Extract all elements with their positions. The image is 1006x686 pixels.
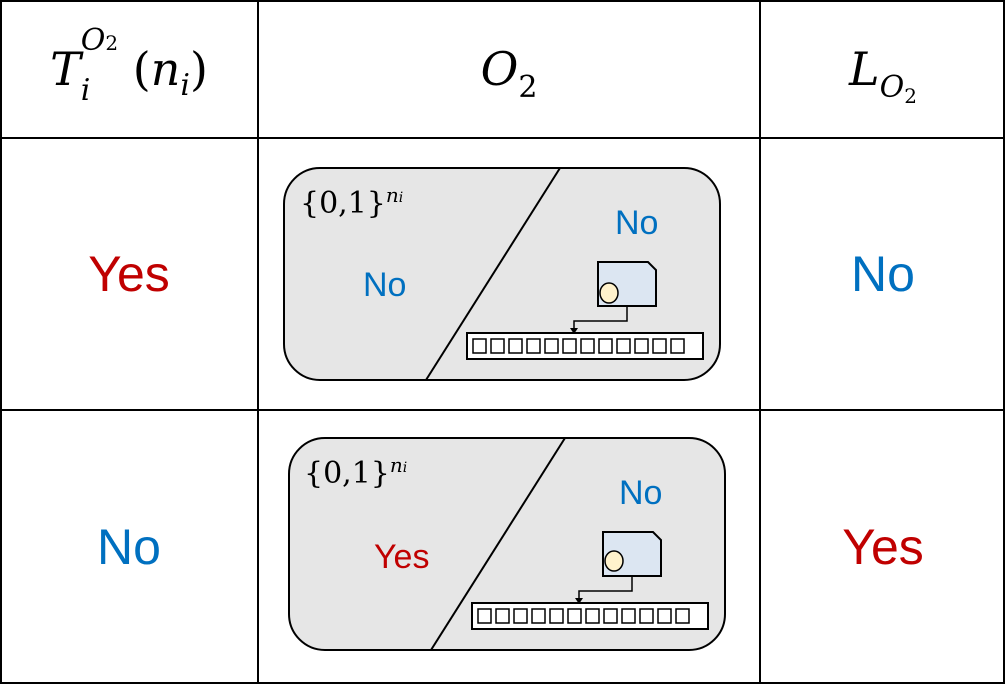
row2-set-label: {0,1}ni: [304, 453, 408, 491]
row1-right-region-label: No: [615, 204, 659, 242]
row2-oracle-panel: [288, 437, 726, 651]
tester-close-paren: ): [189, 42, 208, 96]
row2-tester-answer: No: [97, 519, 161, 575]
row2-set-exp-sub: i: [402, 460, 408, 476]
language-symbol: L: [849, 42, 880, 96]
tester-sup-subscript: 2: [105, 31, 119, 55]
row1-set-text: {0,1}: [300, 186, 386, 221]
header-language-label: LO2: [849, 42, 917, 108]
header-oracle-label: O2: [480, 42, 538, 105]
row1-oracle-panel: [283, 167, 721, 381]
oracle-symbol: O: [480, 42, 519, 96]
tester-arg-symbol: n: [150, 42, 181, 96]
language-sub-subscript: 2: [904, 84, 917, 108]
row1-language-answer: No: [851, 246, 915, 302]
row1-tester-answer: Yes: [88, 246, 170, 302]
header-oracle-cell: O2: [258, 0, 760, 138]
language-sub-symbol: O: [879, 70, 905, 105]
row1-set-exp-sub: i: [398, 190, 404, 206]
tester-arg-subscript: i: [180, 68, 190, 103]
row1-left-region-label: No: [363, 266, 407, 304]
row2-right-region-label: No: [619, 474, 663, 512]
header-language-cell: LO2: [760, 0, 1006, 138]
row1-set-exp: n: [385, 183, 399, 207]
row1-set-label: {0,1}ni: [300, 183, 404, 221]
row2-oracle-panel-cell: {0,1}ni Yes No: [258, 410, 760, 684]
tester-subscript: i: [80, 73, 91, 108]
row2-set-text: {0,1}: [304, 456, 390, 491]
row2-language-answer: Yes: [842, 519, 924, 575]
tester-symbol: T: [50, 42, 81, 96]
row2-left-region-label: Yes: [374, 538, 430, 576]
tester-open-paren: (: [132, 42, 151, 96]
tester-sup-symbol: O: [80, 23, 106, 58]
oracle-subscript: 2: [518, 70, 538, 105]
row1-oracle-panel-cell: {0,1}ni No No: [258, 138, 760, 410]
row2-set-exp: n: [389, 453, 403, 477]
